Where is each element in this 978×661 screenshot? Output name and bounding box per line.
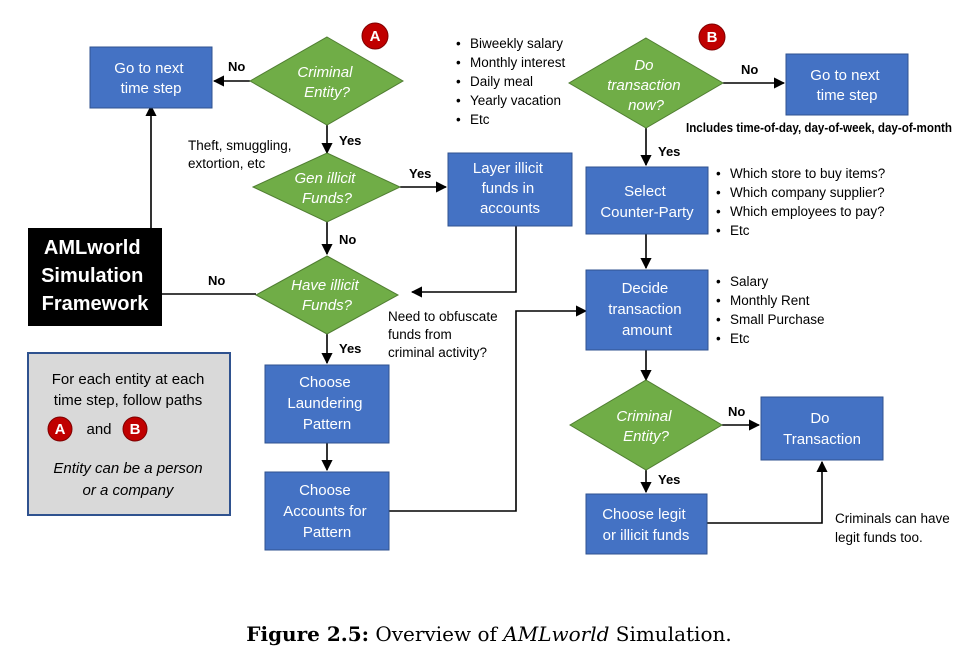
bullet-item: Etc (730, 331, 750, 346)
caption-pre: Overview of (369, 622, 503, 646)
bullet-item: Yearly vacation (470, 93, 561, 108)
note-timing-list: • Biweekly salary • Monthly interest • D… (456, 36, 566, 127)
diamond-have-illicit-funds: Have illicit Funds? (254, 255, 400, 335)
bullet-glyph: • (456, 112, 461, 127)
figure-caption: Figure 2.5: Overview of AMLworld Simulat… (246, 622, 731, 646)
diamond-criminal-entity-a-label: Criminal Entity? (297, 64, 356, 101)
edge-label-no: No (741, 62, 758, 77)
bullet-glyph: • (456, 55, 461, 70)
edge-label-yes: Yes (658, 144, 680, 159)
framework-title: AMLworld Simulation Framework (28, 228, 162, 326)
diamond-criminal-entity-b: Criminal Entity? (569, 379, 723, 471)
bullet-glyph: • (716, 293, 721, 308)
bullet-glyph: • (716, 185, 721, 200)
diamond-do-transaction-now: Do transaction now? (568, 37, 724, 129)
badge-b-label: B (707, 29, 718, 46)
box-layer-illicit-label: Layer illicit funds in accounts (473, 160, 547, 217)
diamond-criminal-entity-b-label: Criminal Entity? (616, 408, 675, 445)
edge-have-no (145, 104, 256, 295)
bullet-item: Salary (730, 274, 769, 289)
note-obfuscate: Need to obfuscate funds from criminal ac… (388, 309, 501, 360)
note-timing-includes: Includes time-of-day, day-of-week, day-o… (686, 121, 952, 135)
bullet-glyph: • (716, 223, 721, 238)
note-amount-list: • Salary • Monthly Rent • Small Purchase… (716, 274, 825, 346)
diamond-criminal-entity-a: Criminal Entity? (248, 36, 404, 126)
edge-label-no: No (339, 232, 356, 247)
bullet-glyph: • (716, 331, 721, 346)
box-choose-laundering-pattern-label: Choose Laundering Pattern (287, 374, 366, 433)
legend-badge-a: A (47, 416, 73, 442)
box-choose-accounts: Choose Accounts for Pattern (264, 471, 390, 551)
legend-badge-a-label: A (55, 421, 66, 438)
box-decide-amount: Decide transaction amount (585, 269, 709, 351)
legend-badge-b: B (122, 416, 148, 442)
box-do-transaction: Do Transaction (760, 396, 884, 461)
bullet-item: Which company supplier? (730, 185, 885, 200)
box-decide-amount-label: Decide transaction amount (608, 280, 686, 339)
bullet-item: Which employees to pay? (730, 204, 885, 219)
bullet-glyph: • (456, 74, 461, 89)
note-criminals-legit: Criminals can have legit funds too. (835, 511, 954, 545)
diamond-gen-illicit-funds-label: Gen illicit Funds? (294, 170, 359, 207)
legend-line2: time step, follow paths (54, 392, 202, 409)
badge-a: A (361, 22, 389, 50)
legend-line1: For each entity at each (52, 371, 205, 388)
badge-b: B (698, 23, 726, 51)
caption-post: Simulation. (609, 622, 731, 646)
box-next-step-b-label: Go to next time step (810, 67, 883, 104)
edge-legit-do-tx (707, 460, 828, 524)
edge-layer-have (410, 226, 517, 298)
edge-label-no: No (208, 273, 225, 288)
note-counter-party-list: • Which store to buy items? • Which comp… (716, 166, 885, 238)
edge-label-yes: Yes (409, 166, 431, 181)
bullet-item: Monthly Rent (730, 293, 810, 308)
caption-label: Figure 2.5: (246, 622, 369, 646)
box-choose-legit-illicit-label: Choose legit or illicit funds (602, 506, 690, 544)
box-next-step-b: Go to next time step (785, 53, 909, 116)
edge-label-yes: Yes (339, 133, 361, 148)
edge-label-no: No (228, 59, 245, 74)
bullet-glyph: • (456, 36, 461, 51)
box-do-transaction-label: Do Transaction (783, 410, 861, 448)
badge-a-label: A (370, 28, 381, 45)
box-next-step-a: Go to next time step (89, 46, 213, 109)
bullet-item: Monthly interest (470, 55, 566, 70)
edge-label-yes: Yes (658, 472, 680, 487)
edge-label-no: No (728, 404, 745, 419)
box-next-step-a-label: Go to next time step (114, 60, 187, 97)
bullet-glyph: • (716, 312, 721, 327)
bullet-item: Etc (730, 223, 750, 238)
bullet-glyph: • (716, 166, 721, 181)
diamond-have-illicit-funds-label: Have illicit Funds? (291, 277, 363, 314)
note-theft: Theft, smuggling, extortion, etc (188, 138, 295, 171)
diamond-gen-illicit-funds: Gen illicit Funds? (251, 152, 402, 223)
box-layer-illicit: Layer illicit funds in accounts (447, 152, 573, 227)
edge-accounts-decide (388, 305, 588, 512)
framework-title-label: AMLworld Simulation Framework (41, 237, 149, 315)
box-choose-legit-illicit: Choose legit or illicit funds (585, 493, 708, 555)
box-choose-accounts-label: Choose Accounts for Pattern (283, 482, 371, 541)
bullet-item: Biweekly salary (470, 36, 563, 51)
bullet-item: Which store to buy items? (730, 166, 885, 181)
bullet-glyph: • (456, 93, 461, 108)
legend-and: and (86, 421, 111, 438)
legend-badge-b-label: B (130, 421, 141, 438)
diamond-do-transaction-now-label: Do transaction now? (607, 57, 685, 114)
legend-italic2: or a company (83, 482, 175, 499)
bullet-item: Etc (470, 112, 490, 127)
box-choose-laundering-pattern: Choose Laundering Pattern (264, 364, 390, 444)
bullet-item: Small Purchase (730, 312, 825, 327)
bullet-glyph: • (716, 274, 721, 289)
legend-italic1: Entity can be a person (53, 460, 202, 477)
edge-label-yes: Yes (339, 341, 361, 356)
caption-italic: AMLworld (501, 622, 609, 646)
legend-box: For each entity at each time step, follo… (27, 352, 231, 516)
bullet-glyph: • (716, 204, 721, 219)
bullet-item: Daily meal (470, 74, 533, 89)
box-select-counter-party: Select Counter-Party (585, 166, 709, 235)
box-select-counter-party-label: Select Counter-Party (600, 183, 694, 221)
